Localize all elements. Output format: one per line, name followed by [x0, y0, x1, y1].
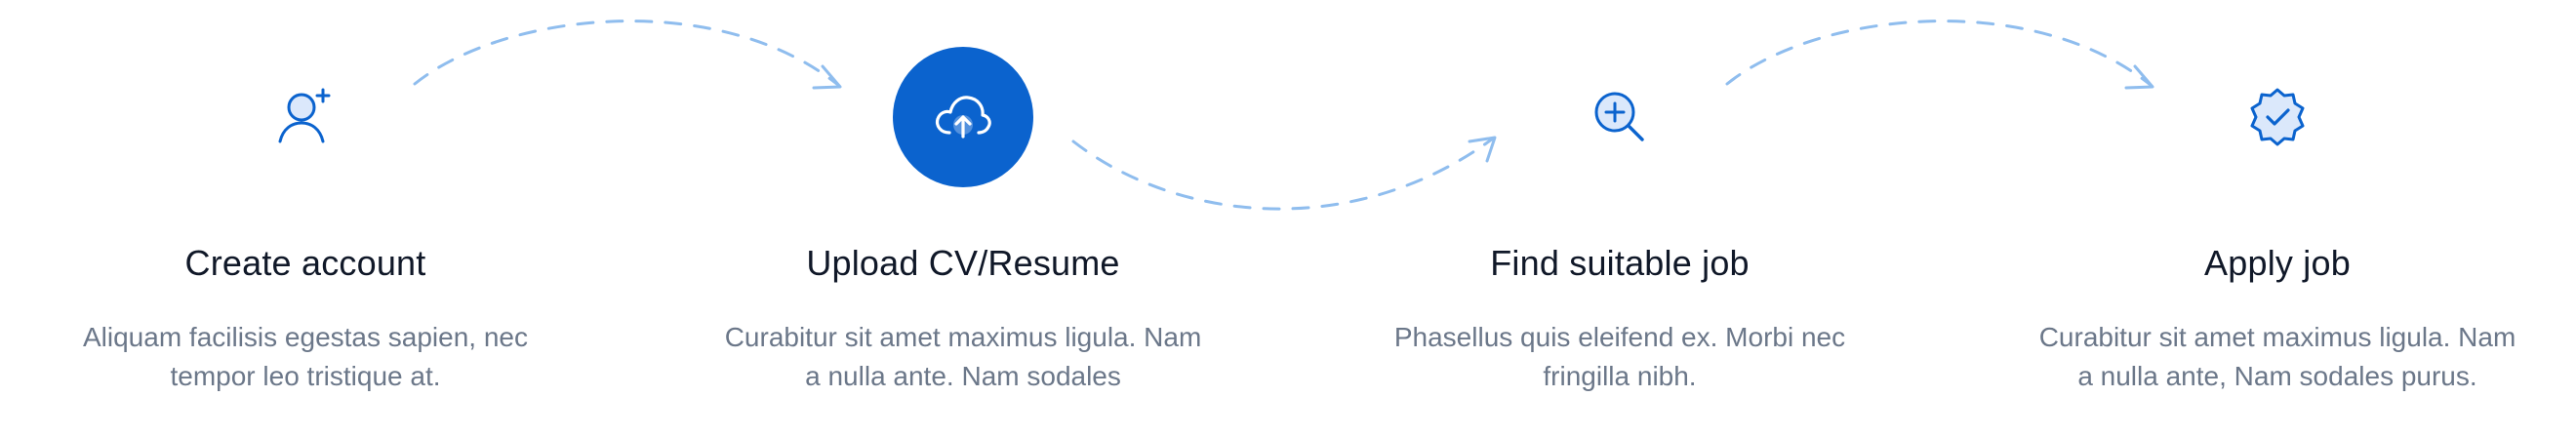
step-description: Phasellus quis eleifend ex. Morbi nec fr…	[1393, 322, 1846, 391]
cloud-upload-icon	[935, 96, 991, 139]
step-create-account: Create account Aliquam facilisis egestas…	[52, 47, 559, 396]
step-title: Create account	[184, 243, 426, 283]
step-find-job: Find suitable job Phasellus quis eleifen…	[1366, 47, 1873, 396]
step-upload-cv: Upload CV/Resume Curabitur sit amet maxi…	[709, 47, 1217, 396]
step-title: Find suitable job	[1490, 243, 1750, 283]
step-icon-container	[1550, 47, 1690, 187]
step-icon-container	[2207, 47, 2348, 187]
step-description: Aliquam facilisis egestas sapien, nec te…	[82, 322, 528, 391]
user-add-icon	[278, 88, 331, 143]
step-title: Apply job	[2204, 243, 2351, 283]
step-apply-job: Apply job Curabitur sit amet maximus lig…	[2024, 47, 2531, 396]
step-title: Upload CV/Resume	[806, 243, 1120, 283]
step-description: Curabitur sit amet maximus ligula. Nam a…	[724, 322, 1202, 391]
step-icon-container-active	[893, 47, 1033, 187]
step-icon-container	[235, 47, 376, 187]
verified-badge-icon	[2250, 88, 2305, 146]
step-description: Curabitur sit amet maximus ligula. Nam a…	[2038, 322, 2516, 391]
search-plus-icon	[1594, 92, 1644, 141]
